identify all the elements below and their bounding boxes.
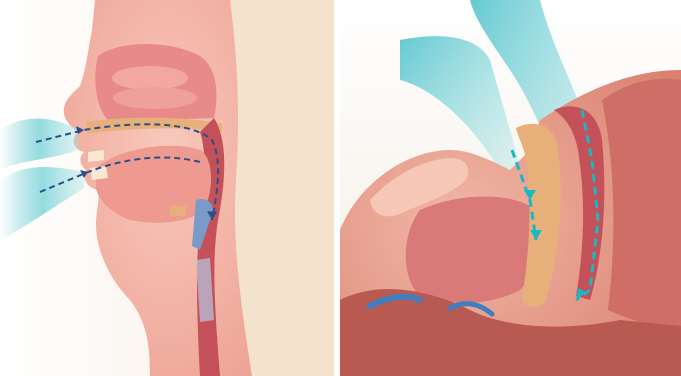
oral-cavity — [406, 196, 539, 302]
upper-teeth — [88, 150, 104, 162]
hyoid-bone — [170, 206, 186, 216]
middle-turbinate — [113, 87, 197, 109]
right-anatomy-panel — [340, 0, 681, 376]
left-anatomy-panel — [0, 0, 334, 376]
collapsed-airway-illustration — [340, 0, 681, 376]
upper-turbinate — [112, 66, 188, 90]
neck-tissue — [602, 79, 681, 330]
open-airway-illustration — [0, 0, 334, 376]
